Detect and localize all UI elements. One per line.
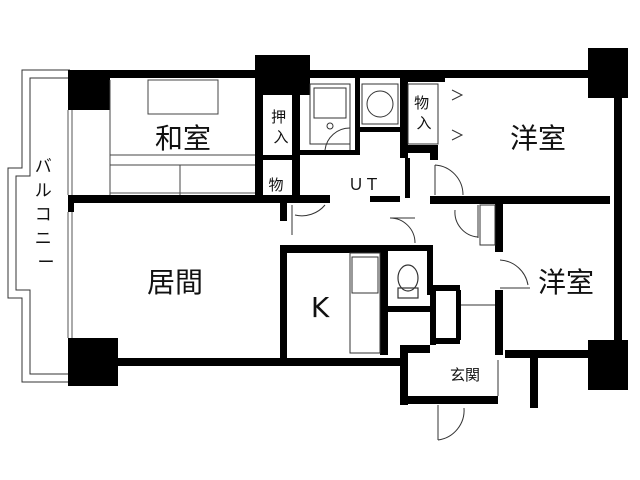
kitchen-counter [349, 252, 381, 354]
room-label-yoshitsu-right: 洋室 [538, 266, 594, 299]
label-balcony: バ ル コ ニ ー [35, 157, 57, 273]
label-oshiire: 押 入 [271, 108, 291, 146]
columns [68, 48, 628, 390]
walls [68, 70, 622, 408]
oshiire-char-2: 入 [273, 128, 288, 146]
balcony-char-4: ニ [35, 229, 52, 249]
bathtub [309, 83, 351, 145]
genkan-step [461, 304, 499, 396]
balcony-char-5: ー [38, 253, 55, 273]
label-mono-small: 物 [268, 176, 283, 194]
room-label-genkan: 玄関 [450, 366, 480, 384]
room-label-kitchen: K [311, 291, 330, 324]
mono-ire-char-1: 物 [414, 94, 429, 112]
toilet [397, 264, 419, 299]
doors [291, 164, 530, 441]
balcony-char-3: コ [35, 205, 52, 225]
bath-door [324, 127, 351, 151]
balcony-char-1: バ [35, 157, 52, 177]
oshiire-char-1: 押 [271, 108, 286, 126]
label-mono-ire: 物 入 [414, 94, 434, 132]
room-label-washitsu: 和室 [155, 122, 211, 155]
room-label-yoshitsu-top: 洋室 [510, 122, 566, 155]
tatami-lines [109, 79, 255, 195]
room-label-ut: ＵＴ [348, 175, 380, 194]
balcony-char-2: ル [35, 181, 52, 201]
closet-marks [407, 83, 464, 145]
washing-machine [361, 83, 399, 125]
mono-ire-char-2: 入 [416, 114, 431, 132]
balcony [7, 69, 70, 383]
room-label-living: 居間 [147, 266, 203, 299]
west-window [67, 110, 73, 338]
